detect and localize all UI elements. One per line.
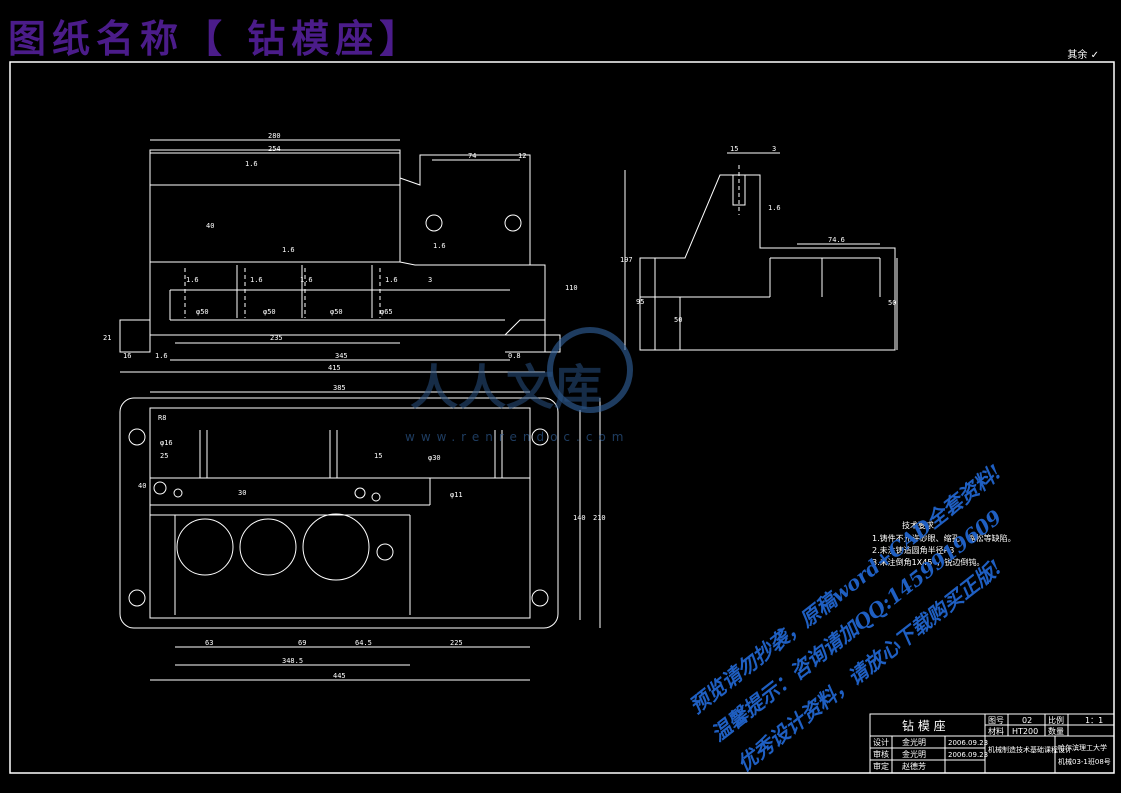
school-name: 哈尔滨理工大学 (1058, 743, 1107, 752)
roughness-label: 其余 (1067, 50, 1088, 61)
scale-label: 比例 (1048, 715, 1064, 725)
svg-text:140: 140 (573, 514, 586, 522)
front-view-dims: 280 254 1.6 74 12 40 1.6 1.6 1.6 φ50 φ50… (103, 132, 578, 372)
svg-text:φ30: φ30 (428, 454, 441, 462)
title-block (869, 713, 1115, 774)
watermark-url: www.renrendoc.com (405, 430, 630, 444)
svg-text:69: 69 (298, 639, 306, 647)
svg-text:63: 63 (205, 639, 213, 647)
roughness-check-icon: ✓ (1090, 50, 1099, 61)
drawing-no-label: 图号 (988, 716, 1004, 725)
tech-item: 2.未注铸造圆角半径R3 (872, 545, 954, 555)
roughness-note: 其余 ✓ (1067, 46, 1099, 61)
person-name: 金光明 (902, 749, 926, 759)
svg-text:1.6: 1.6 (385, 276, 398, 284)
svg-text:φ16: φ16 (160, 439, 173, 447)
svg-text:0.8: 0.8 (508, 352, 521, 360)
svg-text:210: 210 (593, 514, 606, 522)
front-view (119, 139, 561, 373)
svg-text:R8: R8 (158, 414, 166, 422)
qty-label: 数量 (1048, 726, 1064, 736)
svg-text:40: 40 (138, 482, 146, 490)
svg-text:385: 385 (333, 384, 346, 392)
svg-text:25: 25 (160, 452, 168, 460)
svg-text:40: 40 (206, 222, 214, 230)
tech-item: 3.未注倒角1X45°，锐边倒钝。 (872, 557, 984, 567)
role-label: 审核 (873, 749, 889, 759)
side-view (624, 152, 898, 351)
drawing-no: 02 (1022, 716, 1032, 725)
svg-text:30: 30 (238, 489, 246, 497)
svg-text:φ50: φ50 (196, 308, 209, 316)
svg-text:254: 254 (268, 145, 281, 153)
svg-text:280: 280 (268, 132, 281, 140)
svg-text:95: 95 (636, 298, 644, 306)
svg-text:197: 197 (620, 256, 633, 264)
watermark-logo-icon (547, 327, 633, 413)
tech-title: 技术要求 (902, 520, 934, 530)
svg-text:110: 110 (565, 284, 578, 292)
svg-text:345: 345 (335, 352, 348, 360)
svg-text:φ65: φ65 (380, 308, 393, 316)
drawing-frame (9, 61, 1115, 774)
svg-text:φ50: φ50 (330, 308, 343, 316)
svg-text:1.6: 1.6 (282, 246, 295, 254)
svg-text:1.6: 1.6 (768, 204, 781, 212)
svg-text:φ50: φ50 (263, 308, 276, 316)
material-label: 材料 (988, 726, 1004, 736)
course-name: 机械制造技术基础课程设计 (988, 745, 1072, 754)
sign-date: 2006.09.23 (948, 751, 988, 759)
svg-text:445: 445 (333, 672, 346, 680)
svg-text:1.6: 1.6 (155, 352, 168, 360)
svg-text:16: 16 (123, 352, 131, 360)
person-name: 赵德芳 (902, 761, 926, 771)
svg-text:1.6: 1.6 (433, 242, 446, 250)
svg-text:12: 12 (518, 152, 526, 160)
svg-text:50: 50 (674, 316, 682, 324)
svg-text:74: 74 (468, 152, 476, 160)
person-name: 金光明 (902, 737, 926, 747)
top-view (119, 391, 601, 681)
svg-text:64.5: 64.5 (355, 639, 372, 647)
svg-text:235: 235 (270, 334, 283, 342)
svg-text:15: 15 (374, 452, 382, 460)
class-name: 机械03-1班08号 (1058, 757, 1111, 766)
sign-date: 2006.09.23 (948, 739, 988, 747)
part-name: 钻 模 座 (902, 718, 946, 733)
svg-text:1.6: 1.6 (245, 160, 258, 168)
side-view-dims: 15 3 197 1.6 74.6 95 50 50 (620, 145, 896, 324)
svg-text:348.5: 348.5 (282, 657, 303, 665)
svg-text:15: 15 (730, 145, 738, 153)
title-block-text: 钻 模 座 图号 02 比例 1：1 材料 HT200 数量 设计 金光明 20… (873, 715, 1111, 771)
role-label: 审定 (873, 761, 889, 771)
watermark-brand: 人人文库 (410, 360, 603, 416)
svg-text:74.6: 74.6 (828, 236, 845, 244)
svg-text:φ11: φ11 (450, 491, 463, 499)
svg-text:3: 3 (772, 145, 776, 153)
top-view-dims: 385 R8 φ16 25 15 φ30 30 40 140 210 63 69… (138, 384, 606, 680)
svg-text:1.6: 1.6 (186, 276, 199, 284)
role-label: 设计 (873, 737, 889, 747)
material-value: HT200 (1012, 727, 1038, 736)
tech-item: 1.铸件不允许砂眼、缩孔、缩松等缺陷。 (872, 533, 1016, 543)
drawing-title: 图纸名称【 钻模座】 (8, 16, 424, 61)
svg-text:225: 225 (450, 639, 463, 647)
svg-text:415: 415 (328, 364, 341, 372)
svg-text:50: 50 (888, 299, 896, 307)
svg-text:3: 3 (428, 276, 432, 284)
svg-text:1.6: 1.6 (250, 276, 263, 284)
scale-value: 1：1 (1085, 716, 1103, 725)
svg-text:1.6: 1.6 (300, 276, 313, 284)
svg-text:21: 21 (103, 334, 111, 342)
tech-requirements: 技术要求 1.铸件不允许砂眼、缩孔、缩松等缺陷。 2.未注铸造圆角半径R3 3.… (872, 520, 1016, 567)
